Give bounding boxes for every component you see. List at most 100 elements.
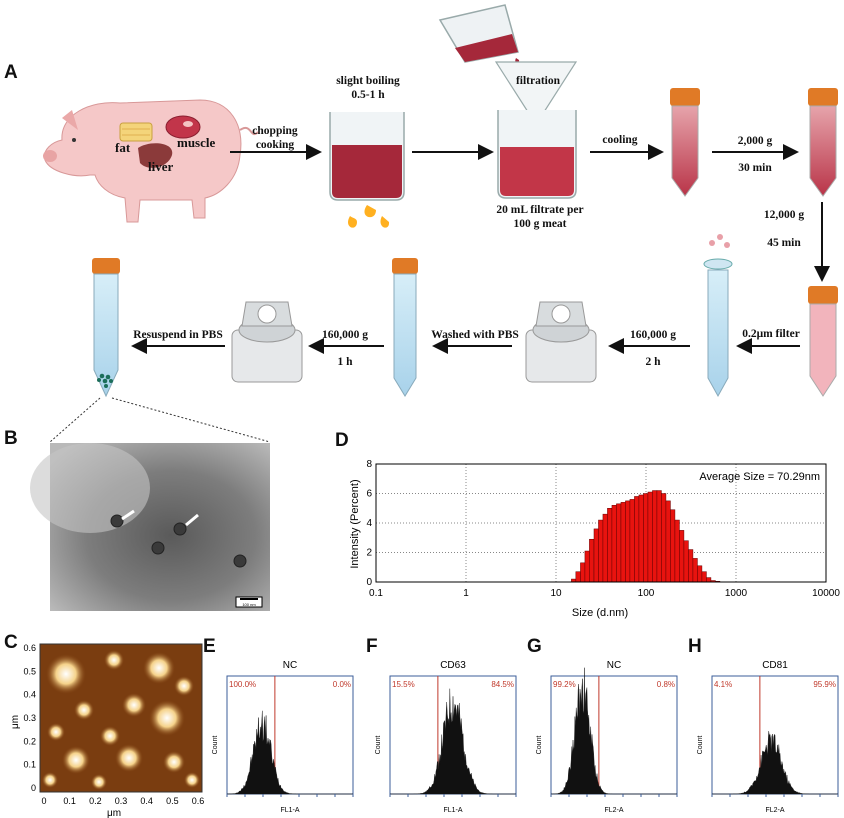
step-u2-time: 1 h xyxy=(337,356,353,368)
dls-ytick-label: 0 xyxy=(366,577,372,588)
step-resuspend: Resuspend in PBS xyxy=(133,329,223,341)
step-filtrate-line2: 100 g meat xyxy=(513,218,567,230)
tube-resuspend xyxy=(92,258,120,398)
dls-bar xyxy=(665,500,671,583)
dls-xtick-label: 1 xyxy=(463,588,469,599)
dls-bar xyxy=(598,519,604,583)
dls-bar xyxy=(580,562,586,583)
dls-bar xyxy=(683,540,689,583)
dls-ytick-label: 8 xyxy=(366,459,372,470)
filter-tube xyxy=(703,234,733,398)
dls-xtick-label: 10 xyxy=(550,588,562,599)
liver-label: liver xyxy=(148,159,174,174)
step-filtration: filtration xyxy=(515,75,561,87)
dls-bar xyxy=(679,530,685,583)
afm-xlabel: μm xyxy=(107,808,121,818)
dls-bar xyxy=(620,502,626,583)
flow-left-pct: 4.1% xyxy=(714,680,732,689)
tube-2000g xyxy=(808,88,838,197)
filtration-setup xyxy=(438,4,578,199)
dls-bar xyxy=(706,577,712,583)
dls-bar xyxy=(584,550,590,583)
flow-ylabel: Count xyxy=(697,736,704,755)
dls-bar xyxy=(589,538,595,583)
step-chopping: chopping cooking xyxy=(240,124,310,152)
tube-12000g xyxy=(808,286,838,397)
flow-right-pct: 84.5% xyxy=(491,680,514,689)
dls-ytick-label: 6 xyxy=(366,489,372,500)
muscle-label: muscle xyxy=(177,135,216,150)
afm-ytick-label: 0.1 xyxy=(23,760,36,770)
dls-bar xyxy=(674,519,680,583)
tem-scalebar-label: 100 nm xyxy=(242,602,256,607)
afm-xtick-label: 0.4 xyxy=(140,796,153,806)
flow-right-pct: 0.0% xyxy=(333,680,351,689)
step-c2-time: 45 min xyxy=(767,237,801,249)
step-u1-speed: 160,000 g xyxy=(630,329,676,341)
flow-plot-frame xyxy=(226,675,354,795)
flow-right-pct: 0.8% xyxy=(657,680,675,689)
centrifuge-2 xyxy=(231,301,303,383)
flow-left-pct: 99.2% xyxy=(553,680,576,689)
tube-cooling xyxy=(670,88,700,197)
flow-left-pct: 100.0% xyxy=(229,680,256,689)
tem-image: 100 nm xyxy=(30,443,270,611)
step-u2-speed: 160,000 g xyxy=(322,329,368,341)
dls-bar xyxy=(616,503,622,583)
dls-bar xyxy=(692,558,698,583)
dls-bar xyxy=(652,490,658,583)
panel-label-h: H xyxy=(688,636,702,657)
step-c1-time: 30 min xyxy=(738,162,772,174)
flow-histogram xyxy=(712,731,838,795)
flow-title: CD81 xyxy=(762,660,788,671)
afm-ytick-label: 0.4 xyxy=(23,690,36,700)
afm-ytick-label: 0.5 xyxy=(23,666,36,676)
panel-label-d: D xyxy=(335,430,349,451)
afm-ytick-label: 0.6 xyxy=(23,643,36,653)
dls-bar xyxy=(647,491,653,583)
dls-xtick-label: 1000 xyxy=(725,588,748,599)
step-chopping-line1: chopping xyxy=(252,125,298,137)
step-filtrate-line1: 20 mL filtrate per xyxy=(496,204,584,216)
boiling-beaker xyxy=(329,112,405,228)
dls-bar xyxy=(670,509,676,583)
step-boiling: slight boiling 0.5-1 h xyxy=(318,74,418,102)
dls-bar xyxy=(575,571,581,583)
step-c1-speed: 2,000 g xyxy=(737,135,773,147)
afm-xtick-label: 0 xyxy=(41,796,46,806)
afm-xtick-label: 0.5 xyxy=(166,796,179,806)
dls-bar xyxy=(611,505,617,583)
dls-bar xyxy=(602,513,608,583)
dls-xlabel: Size (d.nm) xyxy=(572,607,628,619)
flow-ylabel: Count xyxy=(212,736,219,755)
dls-xtick-label: 0.1 xyxy=(369,588,383,599)
dls-bar xyxy=(607,508,613,583)
arrow-icon xyxy=(121,509,135,521)
afm-ytick-label: 0.2 xyxy=(23,736,36,746)
dls-bar xyxy=(593,528,599,583)
arrow-icon xyxy=(185,513,199,527)
step-c2-speed: 12,000 g xyxy=(763,209,805,221)
flow-ylabel: Count xyxy=(536,736,543,755)
afm-ylabel: μm xyxy=(10,715,21,729)
panel-label-c: C xyxy=(4,632,18,653)
step-wash: Washed with PBS xyxy=(431,329,519,341)
afm-xtick-label: 0.3 xyxy=(115,796,128,806)
afm-xtick-label: 0.6 xyxy=(192,796,205,806)
step-chopping-line2: cooking xyxy=(255,139,295,151)
flow-xlabel: FL1-A xyxy=(280,807,299,814)
dls-bar xyxy=(656,490,662,583)
step-cooling: cooling xyxy=(602,134,638,146)
flow-histogram xyxy=(390,688,516,795)
afm-xtick-label: 0.1 xyxy=(63,796,76,806)
dls-xtick-label: 100 xyxy=(638,588,655,599)
flow-title: CD63 xyxy=(440,660,466,671)
flow-title: NC xyxy=(283,660,297,671)
dls-bar xyxy=(634,496,640,583)
tube-washed xyxy=(392,258,418,397)
step-u1-time: 2 h xyxy=(645,356,661,368)
dls-bar xyxy=(629,499,635,583)
